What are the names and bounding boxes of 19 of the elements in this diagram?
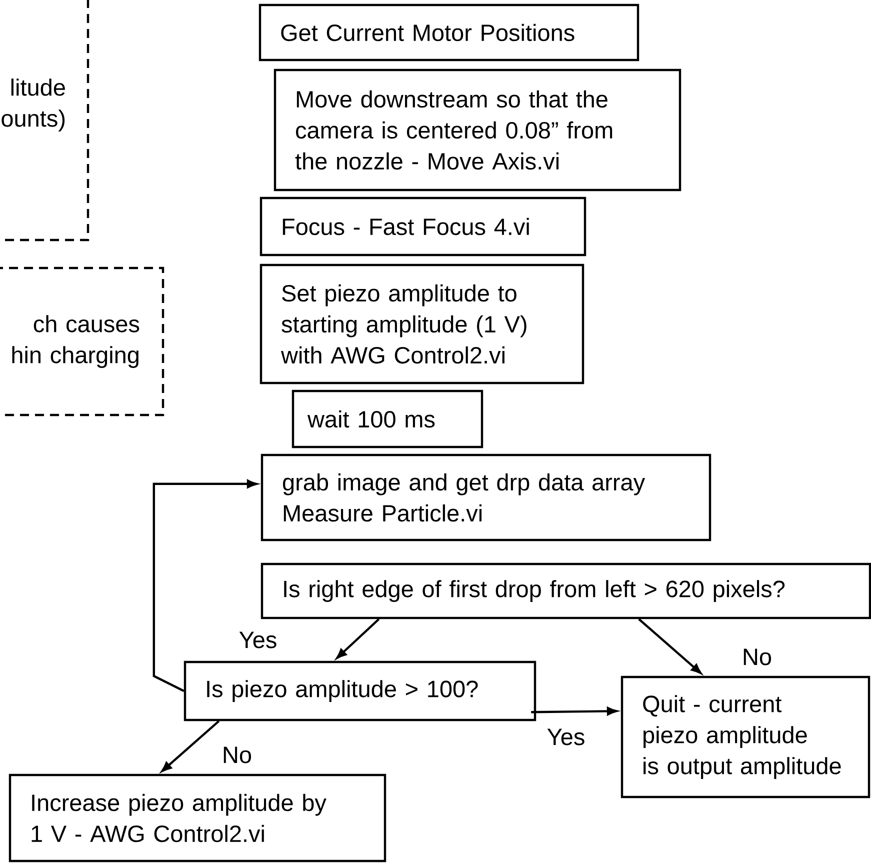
edge-label: Yes	[238, 630, 278, 650]
edge-label: No	[220, 746, 254, 764]
decision-box: Is piezo amplitude > 100?	[184, 660, 536, 722]
arrow	[161, 720, 220, 772]
note-box: litude ounts)	[0, 0, 90, 242]
edge-label: No	[740, 648, 774, 666]
edge-label: Yes	[546, 728, 586, 746]
process-box: Quit - current piezo amplitude is output amplitude	[620, 676, 870, 798]
arrow	[638, 618, 702, 674]
decision-box: Is right edge of first drop from left > 620 pixels?	[260, 562, 871, 620]
process-box: Move downstream so that the camera is centered 0.08” from the nozzle - Move Axis.vi	[274, 68, 682, 192]
process-box: Get Current Motor Positions	[258, 4, 640, 62]
process-box: Increase piezo amplitude by 1 V - AWG Control2.vi	[8, 774, 386, 862]
note-box: ch causes hin charging	[0, 266, 164, 416]
process-box: Set piezo amplitude to starting amplitude (1 V) with AWG Control2.vi	[260, 264, 584, 384]
process-box: wait 100 ms	[292, 390, 484, 448]
process-box: grab image and get drp data array Measure Particle.vi	[260, 454, 712, 542]
arrow	[336, 618, 380, 659]
process-box: Focus - Fast Focus 4.vi	[260, 196, 586, 256]
